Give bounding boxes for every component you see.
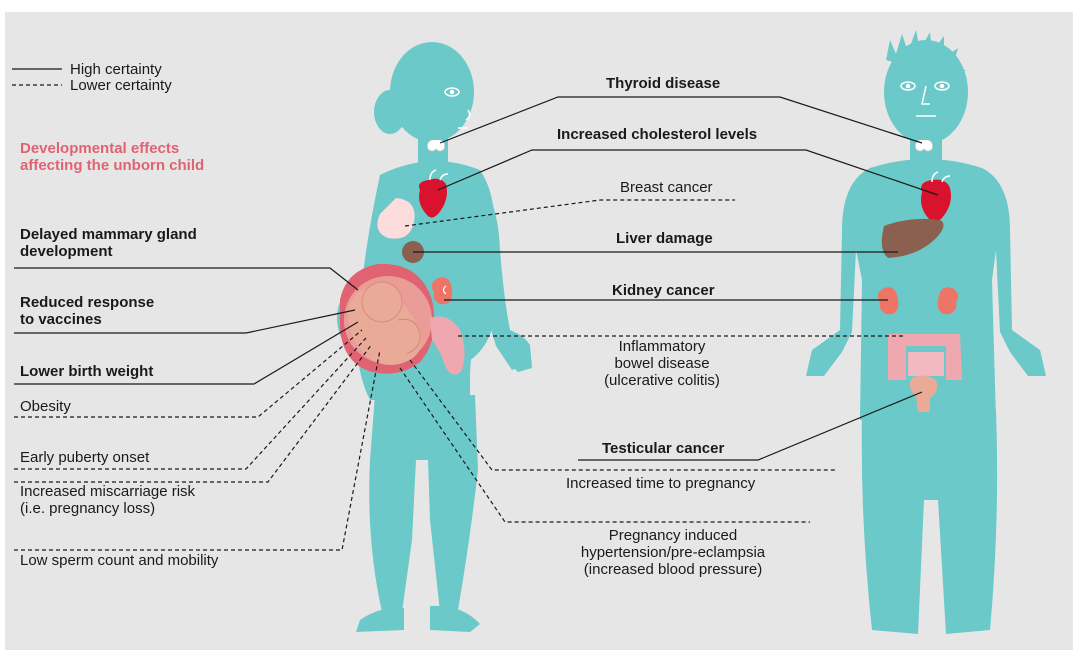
female-kidney (431, 277, 453, 305)
man-figure (806, 30, 1046, 634)
female-bowel (430, 316, 465, 375)
label-obesity: Obesity (20, 398, 71, 415)
label-early-puberty: Early puberty onset (20, 449, 150, 466)
legend-high-certainty: High certainty (70, 61, 162, 78)
label-liver-damage: Liver damage (616, 230, 713, 247)
label-kidney-cancer: Kidney cancer (612, 282, 715, 299)
connector-lines (14, 96, 939, 551)
male-kidneys (877, 287, 959, 315)
label-lower-birth-weight: Lower birth weight (20, 363, 154, 380)
male-heart (921, 171, 951, 222)
label-time-to-pregnancy: Increased time to pregnancy (566, 475, 756, 492)
label-low-sperm: Low sperm count and mobility (20, 552, 219, 569)
female-heart (419, 169, 449, 218)
label-testicular-cancer: Testicular cancer (602, 440, 725, 457)
developmental-effects-title: Developmental effects affecting the unbo… (20, 140, 205, 174)
label-breast-cancer: Breast cancer (620, 179, 713, 196)
female-face (444, 87, 471, 129)
label-inflammatory-bowel: Inflammatory bowel disease (ulcerative c… (604, 338, 720, 389)
label-increased-cholesterol: Increased cholesterol levels (557, 126, 758, 143)
female-uterus-with-fetus (340, 263, 435, 374)
label-delayed-mammary: Delayed mammary gland development (20, 226, 197, 260)
label-preeclampsia: Pregnancy induced hypertension/pre-eclam… (580, 527, 766, 578)
male-face (900, 81, 950, 117)
label-reduced-vaccine-response: Reduced response to vaccines (20, 294, 155, 328)
female-breast (377, 198, 415, 239)
legend-lower-certainty: Lower certainty (70, 77, 172, 94)
label-thyroid-disease: Thyroid disease (606, 75, 721, 92)
label-miscarriage-risk: Increased miscarriage risk (i.e. pregnan… (20, 483, 196, 517)
legend-lines (12, 68, 62, 86)
male-bowel (888, 334, 962, 412)
male-liver (881, 218, 944, 258)
